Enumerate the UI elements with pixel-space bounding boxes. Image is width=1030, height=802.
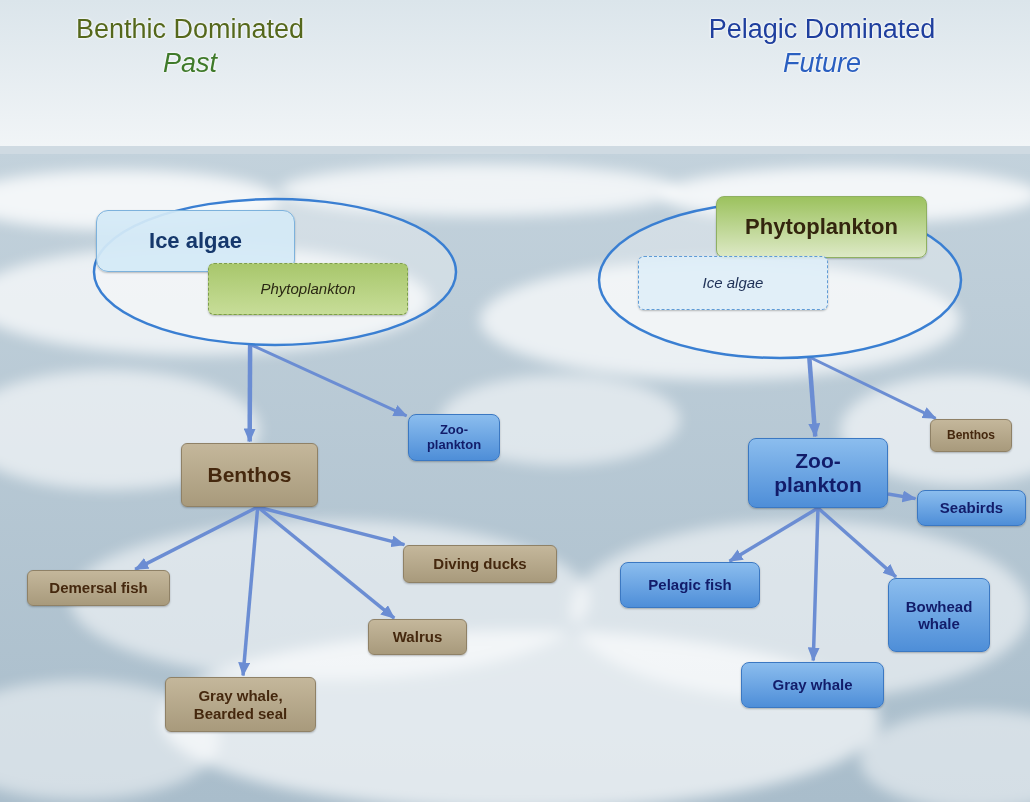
node-label: Phytoplankton	[745, 214, 898, 239]
flow-arrow	[813, 508, 818, 661]
predator-box: Bowhead whale	[888, 578, 990, 652]
consumer-box: Zoo- plankton	[748, 438, 888, 508]
consumer-box: Benthos	[181, 443, 318, 507]
flow-arrow	[888, 494, 916, 499]
flow-arrow	[258, 507, 394, 618]
flow-arrow	[818, 508, 896, 577]
node-label: Demersal fish	[49, 579, 147, 596]
node-label: Zoo- plankton	[774, 449, 862, 497]
flow-arrow	[247, 344, 252, 441]
column-heading: Past	[163, 48, 217, 79]
node-label: Walrus	[393, 628, 442, 645]
producer-box: Phytoplankton	[716, 196, 927, 258]
column-heading: Benthic Dominated	[76, 14, 304, 45]
horizon	[0, 146, 1030, 154]
ice-floe	[160, 630, 880, 802]
node-label: Ice algae	[149, 228, 242, 253]
ice-floe	[860, 710, 1030, 802]
flow-arrow	[135, 507, 258, 569]
predator-box: Walrus	[368, 619, 467, 655]
node-label: Gray whale, Bearded seal	[176, 687, 306, 722]
node-label: Diving ducks	[433, 555, 526, 572]
sky	[0, 0, 1030, 160]
node-label: Benthos	[208, 463, 292, 487]
predator-box: Gray whale, Bearded seal	[165, 677, 316, 732]
source-ellipse: Ice algaePhytoplankton	[92, 197, 458, 347]
predator-box: Diving ducks	[403, 545, 557, 583]
node-label: Gray whale	[772, 676, 852, 693]
consumer-box: Benthos	[930, 419, 1012, 452]
flow-arrow	[809, 357, 935, 418]
flow-arrow	[243, 507, 258, 676]
flow-arrow	[258, 507, 405, 545]
source-ellipse: PhytoplanktonIce algae	[597, 200, 963, 360]
consumer-box: Zoo- plankton	[408, 414, 500, 461]
node-label: Benthos	[947, 429, 995, 443]
predator-box: Pelagic fish	[620, 562, 760, 608]
ice-floes	[0, 164, 1030, 802]
node-label: Seabirds	[940, 499, 1003, 516]
column-heading: Pelagic Dominated	[709, 14, 936, 45]
producer-box: Ice algae	[638, 256, 828, 310]
node-label: Zoo- plankton	[427, 423, 481, 453]
producer-box: Phytoplankton	[208, 263, 408, 315]
column-heading: Future	[783, 48, 861, 79]
node-label: Pelagic fish	[648, 576, 731, 593]
predator-box: Seabirds	[917, 490, 1026, 526]
flow-arrow	[730, 508, 818, 561]
flow-arrow	[250, 344, 407, 416]
flow-arrow	[809, 357, 815, 437]
node-label: Ice algae	[703, 274, 764, 291]
predator-box: Demersal fish	[27, 570, 170, 606]
ellipse-outline	[94, 199, 456, 345]
predator-box: Gray whale	[741, 662, 884, 708]
node-label: Bowhead whale	[906, 598, 973, 633]
node-label: Phytoplankton	[260, 280, 355, 297]
